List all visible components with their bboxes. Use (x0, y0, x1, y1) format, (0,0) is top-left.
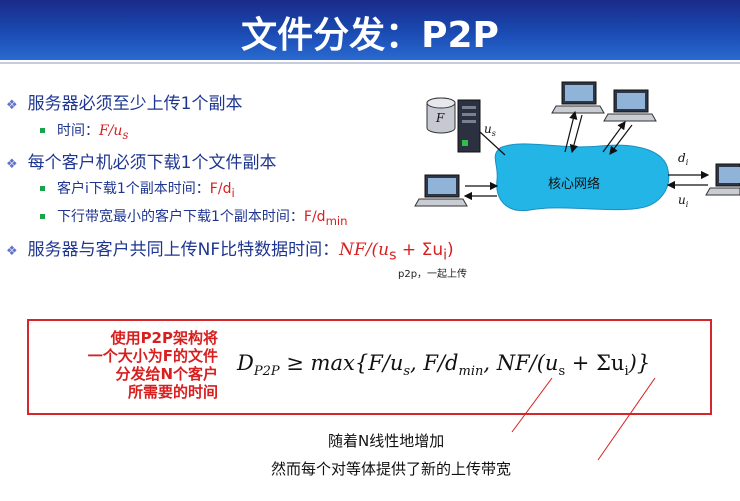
network-diagram: 核心网络 F us (414, 81, 740, 212)
arrow-up (564, 110, 578, 153)
core-network-label: 核心网络 (548, 176, 600, 192)
sub-label: 时间： (57, 123, 99, 139)
server-icon (457, 99, 481, 153)
arrow-up (602, 121, 626, 153)
arrow-down (609, 124, 633, 155)
ui-label: ui (678, 193, 689, 209)
diamond-bullet-icon: ❖ (6, 244, 18, 259)
p2p-note: p2p，一起上传 (398, 269, 468, 280)
sub-label: 下行带宽最小的客户下载1个副本时间： (57, 209, 304, 225)
caption-line: 分发给N个客户 (115, 365, 218, 383)
formula-box (27, 319, 712, 415)
bullet-text: 服务器与客户共同上传NF比特数据时间： (27, 240, 340, 260)
us-label: us (484, 122, 496, 138)
diamond-bullet-icon: ❖ (6, 98, 18, 113)
caption-line: 所需要的时间 (127, 383, 218, 401)
formula-nf: NF/(us + Σui) (339, 240, 454, 264)
laptop-icon (705, 163, 740, 196)
pointer-line (597, 377, 656, 461)
footnote-upload: 然而每个对等体提供了新的上传带宽 (271, 460, 512, 478)
title-divider (0, 62, 740, 64)
title-bar (0, 0, 740, 60)
square-bullet-icon (40, 213, 45, 219)
arrow-down (569, 114, 583, 154)
laptop-icon (414, 174, 468, 207)
caption-line: 使用P2P架构将 (110, 329, 218, 347)
bullet-text: 每个客户机必须下载1个文件副本 (27, 153, 277, 173)
sub-bullet-server-time: 时间：F/us (40, 120, 128, 142)
caption-line: 一个大小为F的文件 (87, 347, 218, 365)
server-link (479, 131, 506, 156)
sub-label: 客户i下载1个副本时间： (57, 181, 210, 197)
bullet-joint-upload: ❖ 服务器与客户共同上传NF比特数据时间：NF/(us + Σui) (6, 235, 454, 263)
bullet-client-download: ❖ 每个客户机必须下载1个文件副本 (6, 148, 276, 173)
box-caption: 使用P2P架构将 一个大小为F的文件 分发给N个客户 所需要的时间 (28, 329, 218, 401)
laptop-icon (551, 81, 605, 114)
page-title: 文件分发：P2P (241, 15, 499, 56)
bullet-server-upload: ❖ 服务器必须至少上传1个副本 (6, 89, 242, 114)
p2p-formula: DP2P ≥ max{F/us, F/dmin, NF/(us + Σui)} (237, 351, 651, 380)
laptop-icon (603, 89, 657, 122)
sub-bullet-client-time: 客户i下载1个副本时间：F/di (40, 178, 235, 200)
formula-f-us: F/us (99, 123, 129, 142)
footnote-linear: 随着N线性地增加 (328, 432, 445, 450)
formula-f-di: F/di (209, 181, 235, 200)
sub-bullet-min-time: 下行带宽最小的客户下载1个副本时间：F/dmin (40, 206, 348, 228)
square-bullet-icon (40, 127, 45, 133)
square-bullet-icon (40, 185, 45, 191)
formula-f-dmin: F/dmin (303, 209, 348, 228)
di-label: di (678, 151, 689, 167)
file-database-icon: F (426, 97, 456, 134)
pointer-line (511, 377, 553, 433)
file-label: F (435, 111, 445, 125)
diamond-bullet-icon: ❖ (6, 157, 18, 172)
bullet-text: 服务器必须至少上传1个副本 (27, 94, 243, 114)
